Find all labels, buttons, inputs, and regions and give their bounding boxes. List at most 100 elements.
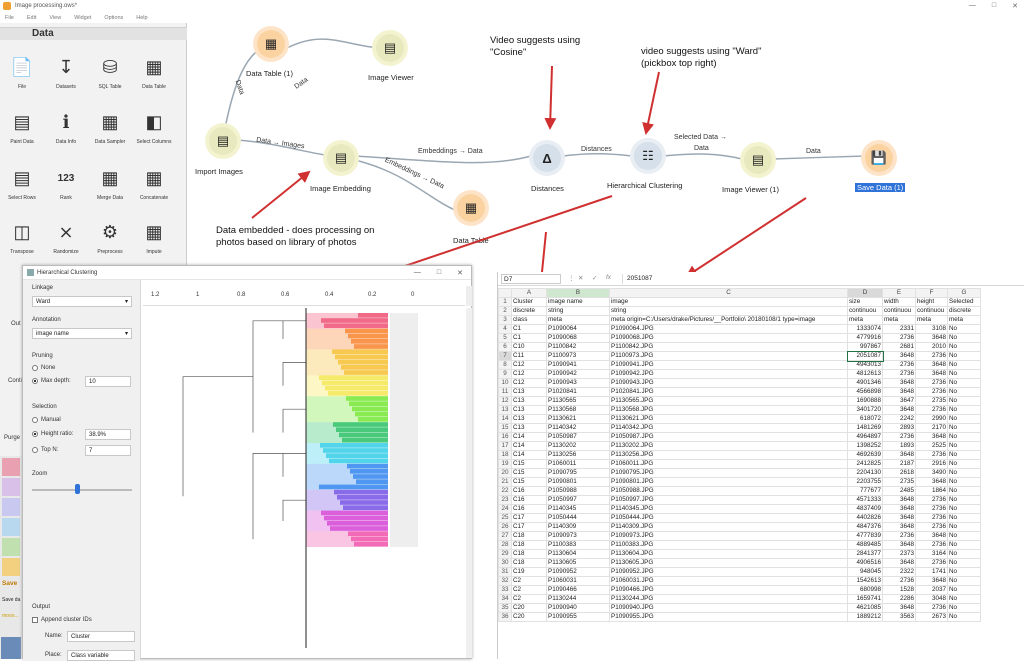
maximize-icon[interactable]: □: [991, 2, 997, 9]
table-cell[interactable]: C12: [511, 378, 547, 388]
row-number[interactable]: 26: [498, 522, 512, 532]
table-cell[interactable]: 3648: [915, 333, 948, 343]
dendrogram-plot[interactable]: [143, 308, 465, 658]
function-icon[interactable]: fx: [606, 274, 612, 281]
table-cell[interactable]: P1050444: [546, 513, 610, 523]
table-cell[interactable]: No: [947, 459, 981, 469]
table-cell[interactable]: 997867: [847, 342, 883, 352]
table-cell[interactable]: discrete: [511, 306, 547, 316]
cluster-branch[interactable]: [326, 453, 388, 458]
cluster-branch[interactable]: [346, 396, 388, 401]
table-cell[interactable]: P1130568.JPG: [609, 405, 848, 415]
selection-top-n-radio[interactable]: Top N:: [32, 447, 58, 453]
cluster-branch[interactable]: [323, 448, 388, 453]
table-cell[interactable]: 3648: [882, 513, 916, 523]
widget-continuize-partial[interactable]: Conti: [8, 378, 23, 384]
table-cell[interactable]: No: [947, 432, 981, 442]
cluster-branch[interactable]: [338, 359, 388, 365]
cluster-branch[interactable]: [349, 401, 388, 406]
table-cell[interactable]: No: [947, 603, 981, 613]
cluster-branch[interactable]: [335, 354, 388, 360]
table-cell[interactable]: 1528: [882, 585, 916, 595]
close-icon[interactable]: ✕: [1012, 3, 1018, 10]
row-number[interactable]: 31: [498, 567, 512, 577]
table-cell[interactable]: P1140342.JPG: [609, 423, 848, 433]
table-cell[interactable]: C13: [511, 423, 547, 433]
confirm-icon[interactable]: ✓: [592, 275, 598, 282]
table-cell[interactable]: 2736: [915, 522, 948, 532]
zoom-slider-handle[interactable]: [75, 484, 80, 494]
widget-impute[interactable]: ▦Impute: [132, 213, 176, 267]
table-cell[interactable]: string: [546, 306, 610, 316]
row-number[interactable]: 17: [498, 441, 512, 451]
table-cell[interactable]: 2736: [882, 531, 916, 541]
table-cell[interactable]: C14: [511, 450, 547, 460]
more-partial[interactable]: mooo...: [2, 613, 19, 619]
table-cell[interactable]: 4571333: [847, 495, 883, 505]
hc-maximize-icon[interactable]: □: [436, 269, 442, 276]
table-cell[interactable]: 2736: [915, 504, 948, 514]
table-cell[interactable]: P1090942.JPG: [609, 369, 848, 379]
max-depth-spinbox[interactable]: 10: [85, 376, 131, 387]
table-cell[interactable]: 2412825: [847, 459, 883, 469]
table-cell[interactable]: 2736: [915, 378, 948, 388]
table-cell[interactable]: 2525: [915, 441, 948, 451]
table-cell[interactable]: C10: [511, 342, 547, 352]
row-number[interactable]: 22: [498, 486, 512, 496]
row-number[interactable]: 4: [498, 324, 512, 334]
formula-input[interactable]: 2051087: [622, 274, 1022, 284]
column-header[interactable]: D: [847, 288, 883, 298]
cluster-branch[interactable]: [324, 323, 388, 328]
cluster-branch[interactable]: [328, 391, 388, 396]
table-cell[interactable]: 3648: [882, 378, 916, 388]
row-number[interactable]: 14: [498, 414, 512, 424]
node-image-viewer-1[interactable]: ▤: [740, 142, 776, 178]
table-cell[interactable]: P1100842.JPG: [609, 342, 848, 352]
table-cell[interactable]: 4812613: [847, 369, 883, 379]
table-cell[interactable]: 2037: [915, 585, 948, 595]
cluster-branch[interactable]: [355, 411, 388, 417]
table-cell[interactable]: 4402826: [847, 513, 883, 523]
table-cell[interactable]: No: [947, 414, 981, 424]
table-cell[interactable]: P1050444.JPG: [609, 513, 848, 523]
table-cell[interactable]: 2736: [882, 369, 916, 379]
pruning-max-depth-radio[interactable]: Max depth:: [32, 378, 71, 384]
table-cell[interactable]: size: [847, 297, 883, 307]
table-cell[interactable]: 2736: [915, 387, 948, 397]
pruning-none-radio[interactable]: None: [32, 365, 55, 371]
table-cell[interactable]: C13: [511, 396, 547, 406]
table-cell[interactable]: P1130568: [546, 405, 610, 415]
node-distances[interactable]: Δ: [529, 140, 565, 176]
category-header-data[interactable]: Data: [0, 27, 187, 40]
table-cell[interactable]: P1130605.JPG: [609, 558, 848, 568]
table-cell[interactable]: C16: [511, 495, 547, 505]
table-cell[interactable]: C2: [511, 594, 547, 604]
table-cell[interactable]: P1090942: [546, 369, 610, 379]
cluster-selection[interactable]: [306, 328, 388, 350]
table-cell[interactable]: P1140309.JPG: [609, 522, 848, 532]
category-icon-2[interactable]: [2, 478, 20, 496]
widget-sql-table[interactable]: ⛁SQL Table: [88, 48, 132, 102]
name-box[interactable]: D7: [501, 274, 561, 284]
cancel-icon[interactable]: ✕: [578, 275, 584, 282]
table-cell[interactable]: No: [947, 378, 981, 388]
cluster-selection[interactable]: [306, 463, 388, 490]
table-cell[interactable]: P1130256: [546, 450, 610, 460]
cluster-name-input[interactable]: Cluster: [67, 631, 135, 642]
table-cell[interactable]: 3648: [882, 450, 916, 460]
annotation-select[interactable]: image name▾: [32, 328, 132, 339]
row-number[interactable]: 19: [498, 459, 512, 469]
cluster-branch[interactable]: [356, 479, 388, 484]
table-cell[interactable]: 3490: [915, 468, 948, 478]
category-icon-6[interactable]: [2, 558, 20, 576]
table-cell[interactable]: 2736: [882, 333, 916, 343]
save-partial[interactable]: Save: [2, 580, 18, 587]
table-cell[interactable]: 2204130: [847, 468, 883, 478]
table-cell[interactable]: C14: [511, 441, 547, 451]
table-cell[interactable]: P1050987.JPG: [609, 432, 848, 442]
table-cell[interactable]: C14: [511, 432, 547, 442]
row-number[interactable]: 25: [498, 513, 512, 523]
table-cell[interactable]: class: [511, 315, 547, 325]
table-cell[interactable]: No: [947, 405, 981, 415]
